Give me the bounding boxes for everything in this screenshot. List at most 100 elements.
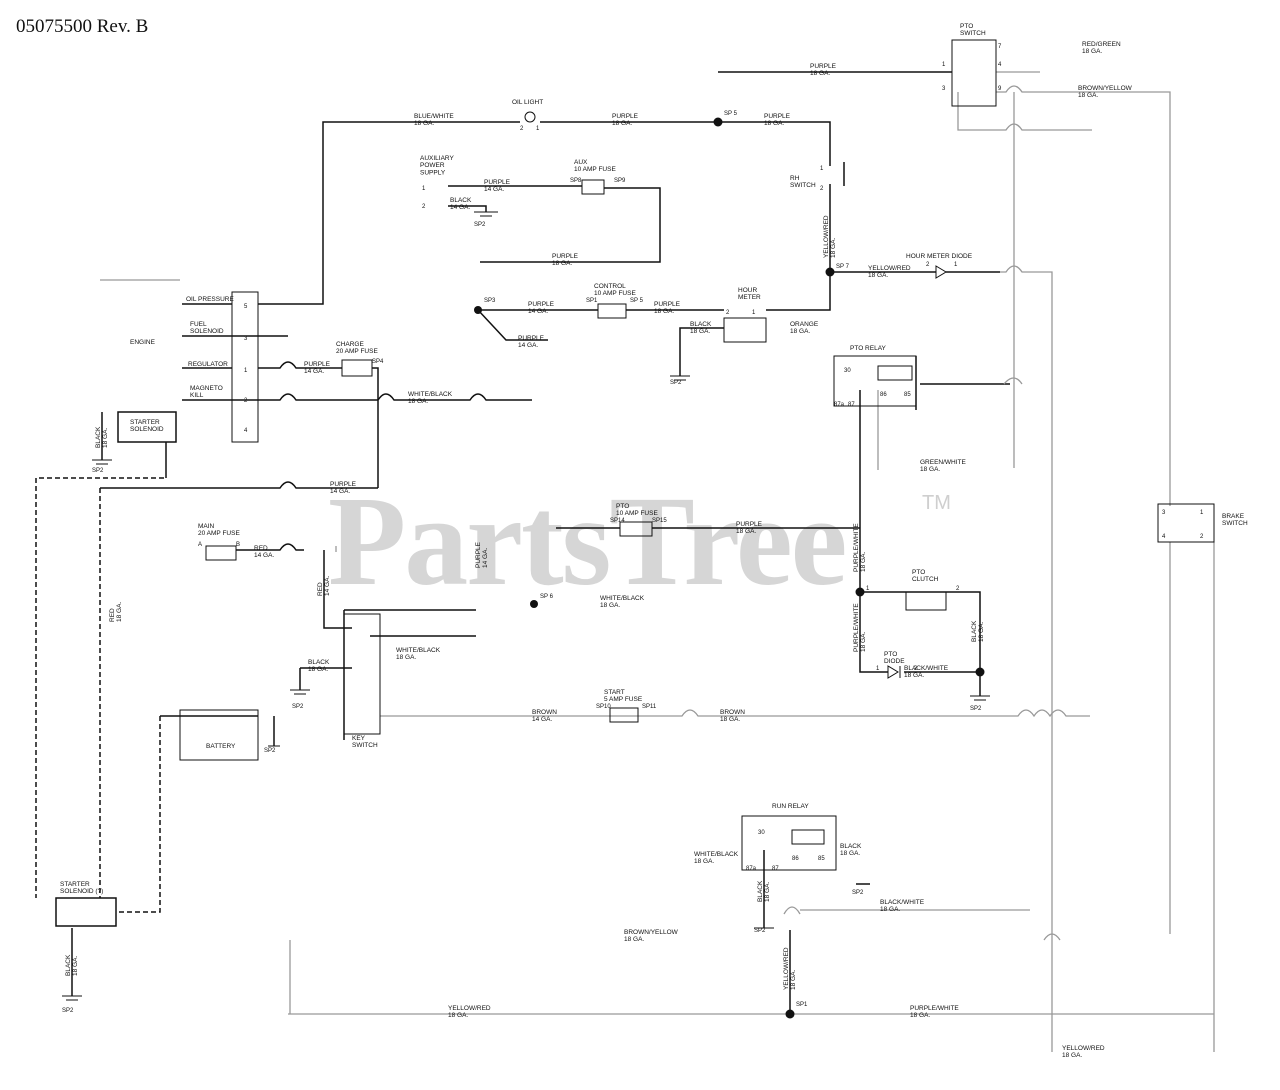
watermark-trademark: TM bbox=[922, 492, 951, 514]
pin-diode-1: 1 bbox=[954, 262, 958, 268]
pin-labels: 1 7 4 3 9 5 3 1 2 4 1 2 1 2 2 1 2 1 2 1 … bbox=[198, 44, 1204, 872]
wire-black-18-run2: BLACK18 GA. bbox=[757, 880, 771, 902]
splice-sp2-c: SP2 bbox=[670, 380, 682, 386]
label-oil-light: OIL LIGHT bbox=[512, 99, 543, 106]
splice-sp3: SP3 bbox=[484, 298, 496, 304]
symbols bbox=[62, 39, 1215, 1001]
pin-clutch-1: 1 bbox=[866, 586, 870, 592]
pin-engine-3: 3 bbox=[244, 336, 248, 342]
splice-sp2-d: SP2 bbox=[292, 704, 304, 710]
wires-grey bbox=[100, 71, 1215, 1052]
label-run-relay: RUN RELAY bbox=[772, 803, 809, 810]
splice-nodes bbox=[474, 117, 985, 1019]
wire-purple-white-v2: PURPLE/WHITE18 GA. bbox=[853, 603, 867, 652]
pin-diode-pto-2: 2 bbox=[914, 666, 918, 672]
pin-pto-relay-86: 86 bbox=[880, 392, 887, 398]
pin-pto-7: 7 bbox=[998, 44, 1002, 50]
wire-labels-vertical: YELLOW/RED18 GA. BLACK18 GA. PURPLE14 GA… bbox=[65, 215, 985, 990]
pin-pto-3: 3 bbox=[942, 86, 946, 92]
label-battery: BATTERY bbox=[206, 743, 236, 750]
splice-sp2-b: SP2 bbox=[474, 222, 486, 228]
wires-black bbox=[35, 71, 1010, 1014]
pin-main-b: B bbox=[236, 542, 240, 548]
wire-yellow-red-18-vbot: YELLOW/RED18 GA. bbox=[783, 947, 797, 990]
pin-run-85: 85 bbox=[818, 856, 825, 862]
splice-labels: SP 5 SP 7 SP3 SP 6 SP1 SP8 SP9 SP4 SP2 S… bbox=[62, 111, 982, 1014]
pin-engine-4: 4 bbox=[244, 428, 248, 434]
document-title: 05075500 Rev. B bbox=[16, 16, 149, 37]
pin-run-87a: 87a bbox=[746, 866, 757, 872]
splice-sp7: SP 7 bbox=[836, 264, 850, 270]
wire-black-18-ss: BLACK18 GA. bbox=[95, 426, 109, 448]
label-pto-relay: PTO RELAY bbox=[850, 345, 887, 352]
pin-run-87: 87 bbox=[772, 866, 779, 872]
wire-red-18-v: RED18 GA. bbox=[109, 602, 123, 622]
pin-engine-5: 5 bbox=[244, 304, 248, 310]
splice-sp6: SP 6 bbox=[540, 594, 554, 600]
pin-brake-2: 2 bbox=[1200, 534, 1204, 540]
pin-hm-1: 1 bbox=[752, 310, 756, 316]
splice-sp5-ctrl: SP 5 bbox=[630, 298, 644, 304]
pin-main-a: A bbox=[198, 542, 202, 548]
pin-hm-2: 2 bbox=[726, 310, 730, 316]
pin-brake-1: 1 bbox=[1200, 510, 1204, 516]
splice-sp14: SP14 bbox=[610, 518, 625, 524]
pin-pto-relay-87: 87 bbox=[848, 402, 855, 408]
splice-sp5: SP 5 bbox=[724, 111, 738, 117]
splice-sp11: SP11 bbox=[642, 704, 657, 710]
wire-black-18-bot: BLACK18 GA. bbox=[65, 954, 79, 976]
splice-sp1-ctrl: SP1 bbox=[586, 298, 598, 304]
wire-red-14-v: RED14 GA. bbox=[317, 576, 331, 596]
splice-sp4: SP4 bbox=[372, 359, 384, 365]
pin-pto-1: 1 bbox=[942, 62, 946, 68]
splice-sp1: SP1 bbox=[796, 1002, 808, 1008]
splice-sp2-e: SP2 bbox=[264, 748, 276, 754]
label-hour-meter-diode: HOUR METER DIODE bbox=[906, 253, 973, 260]
pin-run-86: 86 bbox=[792, 856, 799, 862]
pin-rh-1: 1 bbox=[820, 166, 824, 172]
pin-engine-1: 1 bbox=[244, 368, 248, 374]
pin-oil-2: 2 bbox=[520, 126, 524, 132]
wire-yellow-red-18-v: YELLOW/RED18 GA. bbox=[823, 215, 837, 258]
pin-aux-2: 2 bbox=[422, 204, 426, 210]
pin-pto-relay-87a: 87a bbox=[834, 402, 845, 408]
pin-oil-1: 1 bbox=[536, 126, 540, 132]
splice-sp2-g: SP2 bbox=[62, 1008, 74, 1014]
